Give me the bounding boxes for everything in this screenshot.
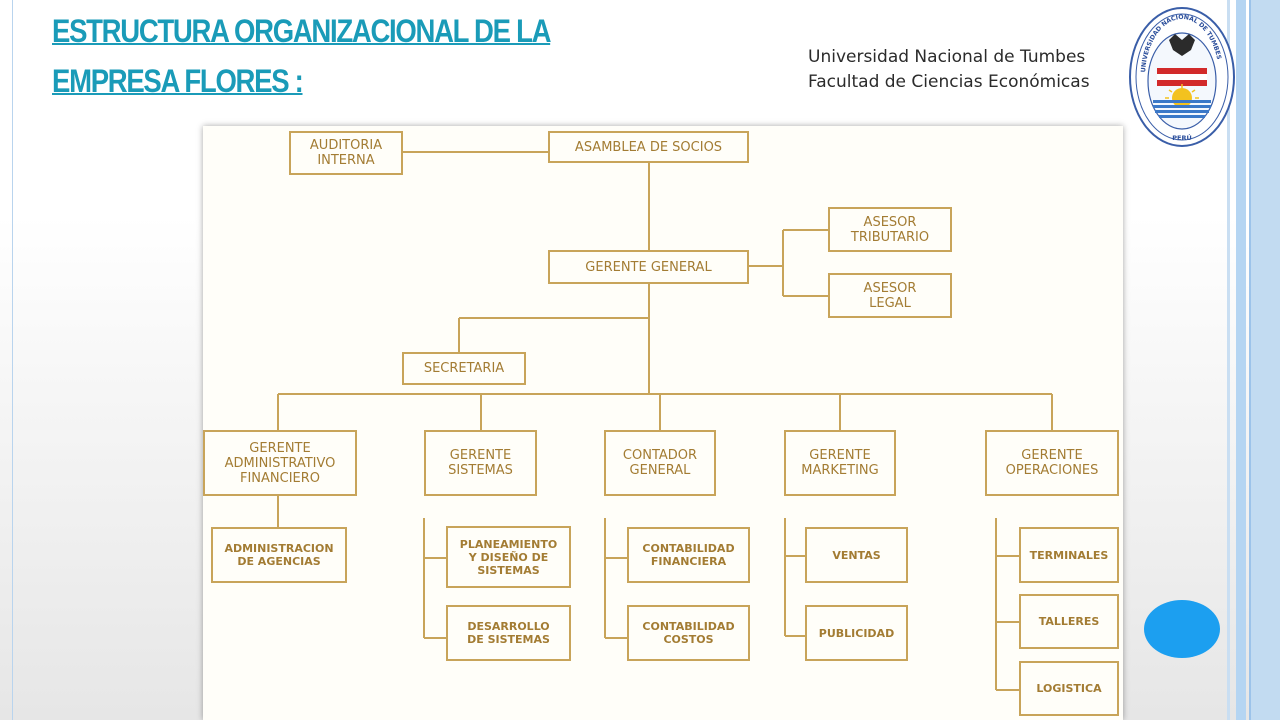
org-box-asesor-tributario: ASESOR TRIBUTARIO bbox=[828, 207, 952, 252]
org-box-terminales: TERMINALES bbox=[1019, 527, 1119, 583]
org-box-administracion-de-agencias: ADMINISTRACION DE AGENCIAS bbox=[211, 527, 347, 583]
org-box-contador-general: CONTADOR GENERAL bbox=[604, 430, 716, 496]
org-box-contabilidad-costos: CONTABILIDAD COSTOS bbox=[627, 605, 750, 661]
university-name: Universidad Nacional de Tumbes bbox=[808, 47, 1086, 67]
org-box-logistica: LOGISTICA bbox=[1019, 661, 1119, 716]
org-box-gerente-general: GERENTE GENERAL bbox=[548, 250, 749, 284]
org-box-gerente-sistemas: GERENTE SISTEMAS bbox=[424, 430, 537, 496]
org-box-talleres: TALLERES bbox=[1019, 594, 1119, 649]
org-box-desarrollo-de-sistemas: DESARROLLO DE SISTEMAS bbox=[446, 605, 571, 661]
org-box-publicidad: PUBLICIDAD bbox=[805, 605, 908, 661]
org-box-gerente-administrativo-financiero: GERENTE ADMINISTRATIVO FINANCIERO bbox=[203, 430, 357, 496]
action-circle-button[interactable] bbox=[1144, 600, 1220, 658]
org-box-asamblea-de-socios: ASAMBLEA DE SOCIOS bbox=[548, 131, 749, 163]
org-box-auditoria-interna: AUDITORIA INTERNA bbox=[289, 131, 403, 175]
institution-text: Universidad Nacional de Tumbes Facultad … bbox=[808, 45, 1090, 95]
org-chart: AUDITORIA INTERNA ASAMBLEA DE SOCIOS GER… bbox=[203, 126, 1123, 720]
svg-text:PERÚ: PERÚ bbox=[1172, 133, 1192, 142]
right-border-stripe bbox=[1249, 0, 1280, 720]
faculty-name: Facultad de Ciencias Económicas bbox=[808, 72, 1090, 92]
org-box-secretaria: SECRETARIA bbox=[402, 352, 526, 385]
slide-title-line-1: ESTRUCTURA ORGANIZACIONAL DE LA bbox=[52, 13, 551, 49]
org-box-planeamiento-y-diseno: PLANEAMIENTO Y DISEÑO DE SISTEMAS bbox=[446, 526, 571, 588]
org-chart-connectors bbox=[277, 151, 1053, 691]
university-seal-logo: UNIVERSIDAD NACIONAL DE TUMBES PERÚ bbox=[1129, 7, 1235, 147]
org-box-gerente-marketing: GERENTE MARKETING bbox=[784, 430, 896, 496]
org-box-asesor-legal: ASESOR LEGAL bbox=[828, 273, 952, 318]
slide-title: ESTRUCTURA ORGANIZACIONAL DE LA EMPRESA … bbox=[52, 6, 551, 106]
org-box-contabilidad-financiera: CONTABILIDAD FINANCIERA bbox=[627, 527, 750, 583]
org-box-ventas: VENTAS bbox=[805, 527, 908, 583]
right-border-stripe bbox=[1227, 0, 1230, 720]
left-border-line bbox=[12, 0, 13, 720]
right-border-stripe bbox=[1236, 0, 1246, 720]
slide-title-line-2: EMPRESA FLORES : bbox=[52, 63, 304, 99]
org-box-gerente-operaciones: GERENTE OPERACIONES bbox=[985, 430, 1119, 496]
